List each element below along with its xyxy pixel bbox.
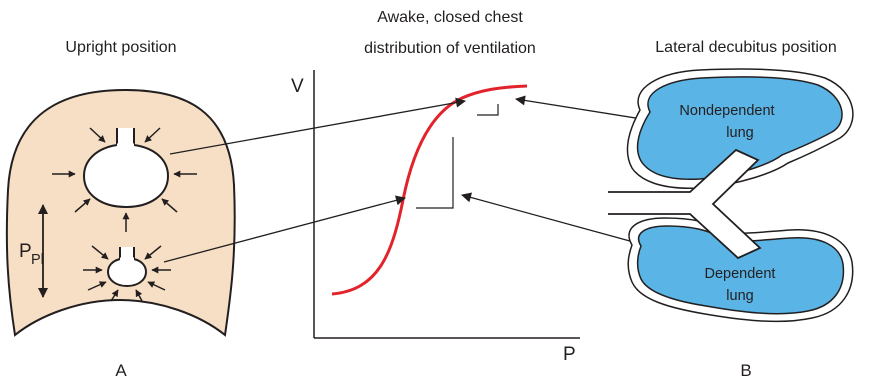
panel-letter-b: B [740,361,751,380]
upright-position-title: Upright position [65,39,176,56]
pleural-pressure-subscript: Pl [31,252,44,268]
dependent-lung-label-line1: Dependent [705,266,776,282]
dependent-lung-label-line2: lung [726,288,753,304]
panel-letter-a: A [115,361,127,380]
curve-title-line1: Awake, closed chest [377,9,523,26]
thorax-outline [7,90,235,335]
pressure-axis-label: P [563,344,576,365]
nondependent-lung-label-line2: lung [726,125,753,141]
curve-axes [314,70,580,338]
pleural-pressure-label: P [19,241,32,262]
curve-title-line2: distribution of ventilation [364,40,536,57]
lateral-decubitus-title: Lateral decubitus position [655,39,836,56]
pressure-volume-curve [332,86,527,294]
volume-change-steps [416,104,498,208]
volume-axis-label: V [291,76,304,97]
nondependent-lung-label-line1: Nondependent [679,103,774,119]
